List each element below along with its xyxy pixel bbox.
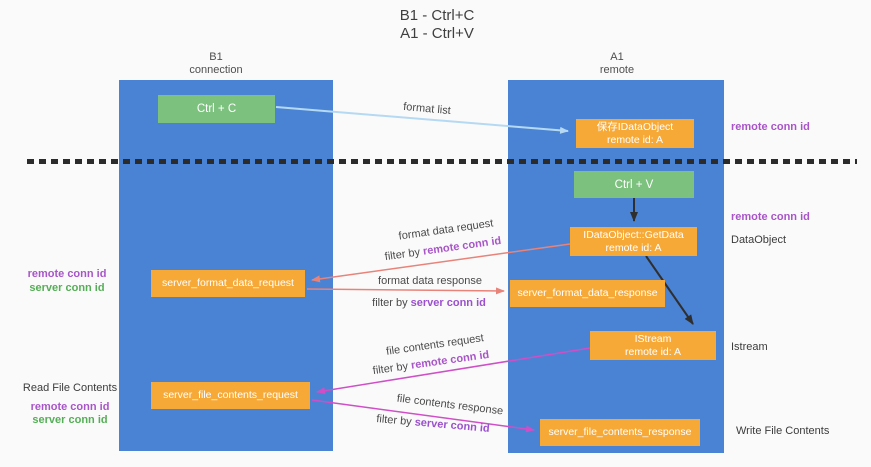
server-conn-id-key: server conn id (414, 416, 491, 435)
legend-remote-conn-id: remote conn id (30, 400, 110, 413)
istream-line2: remote id: A (624, 345, 682, 358)
lifeline-b1-role: connection (189, 63, 243, 76)
session-separator-line (27, 159, 857, 164)
server-conn-id-key: server conn id (410, 297, 486, 309)
legend-server-conn-id: server conn id (32, 414, 108, 426)
legend-remote-conn-id: remote conn id (27, 268, 107, 280)
filter-prefix: filter by (384, 245, 424, 264)
diagram-title: B1 - Ctrl+C A1 - Ctrl+V (400, 7, 475, 43)
save-idataobject-line2: remote id: A (606, 133, 664, 146)
istream-side-label: Istream (731, 341, 768, 353)
dataobject-label: DataObject (731, 234, 787, 246)
server-file-contents-response-box: server_file_contents_response (540, 419, 700, 446)
server-file-contents-response-label: server_file_contents_response (548, 426, 692, 438)
right-remote-conn-id-2: remote conn id (731, 211, 810, 223)
ctrl-c-box: Ctrl + C (158, 95, 275, 123)
format-conn-id-legend: remote conn id server conn id (28, 268, 107, 295)
istream-box: IStream remote id: A (590, 331, 716, 360)
server-format-data-response-label: server_format_data_response (517, 287, 658, 299)
server-format-data-response-box: server_format_data_response (510, 280, 665, 307)
read-file-contents-label: Read File Contents (22, 382, 118, 394)
server-file-contents-request-box: server_file_contents_request (151, 382, 310, 409)
lifeline-label-b1: B1 connection (189, 51, 242, 76)
filter-prefix: filter by (372, 297, 411, 309)
ctrl-v-label: Ctrl + V (614, 178, 654, 191)
lifeline-b1-name: B1 (209, 51, 223, 63)
format-data-response-arrow (306, 287, 505, 295)
lifeline-label-a1: A1 remote (600, 51, 634, 76)
save-idataobject-line1: 保存IDataObject (596, 120, 674, 133)
lifeline-a1-role: remote (599, 63, 635, 76)
filter-prefix: filter by (372, 359, 412, 378)
legend-server-conn-id: server conn id (29, 281, 105, 294)
server-file-contents-request-label: server_file_contents_request (163, 389, 298, 401)
title-line-1: B1 - Ctrl+C (399, 7, 475, 24)
server-format-data-request-label: server_format_data_request (162, 277, 294, 289)
read-file-contents-legend: Read File Contents remote conn id server… (23, 382, 117, 428)
file-response-filter-label: filter by server conn id (376, 413, 490, 435)
ctrl-v-box: Ctrl + V (574, 171, 694, 198)
idataobject-getdata-box: IDataObject::GetData remote id: A (570, 227, 697, 256)
save-idataobject-box: 保存IDataObject remote id: A (576, 119, 694, 148)
lifeline-a1-name: A1 (610, 51, 624, 63)
format-response-filter-label: filter by server conn id (372, 297, 486, 309)
file-contents-response-label: file contents response (396, 392, 504, 418)
remote-conn-id-key: remote conn id (422, 234, 502, 258)
server-format-data-request-box: server_format_data_request (151, 270, 305, 297)
title-line-2: A1 - Ctrl+V (400, 25, 474, 42)
getdata-line1: IDataObject::GetData (583, 228, 684, 241)
istream-line1: IStream (634, 332, 672, 345)
write-file-contents-label: Write File Contents (736, 425, 830, 437)
getdata-line2: remote id: A (605, 241, 662, 254)
right-remote-conn-id-1: remote conn id (731, 121, 810, 133)
format-data-response-label: format data response (378, 275, 482, 287)
filter-prefix: filter by (375, 413, 416, 429)
ctrl-c-label: Ctrl + C (196, 103, 237, 115)
format-list-label: format list (402, 100, 452, 118)
